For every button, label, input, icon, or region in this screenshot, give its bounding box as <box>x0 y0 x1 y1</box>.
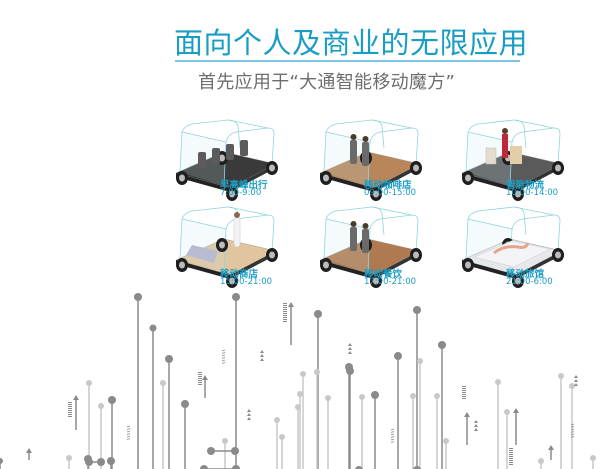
scenario-time: 21:00-6:00 <box>506 277 553 287</box>
logistics-icon <box>461 119 564 201</box>
commuter-seats-icon <box>175 119 278 201</box>
scenario-card-hotel: 移动旅馆 21:00-6:00 <box>454 205 579 290</box>
scenario-time: 17:00-21:00 <box>364 277 417 287</box>
title-divider <box>175 60 520 62</box>
scenario-time: 09:00-15:00 <box>364 188 417 198</box>
header: 面向个人及商业的无限应用 首先应用于“大通智能移动魔方” <box>0 0 609 100</box>
scenario-card-dining: 移动餐饮 17:00-21:00 <box>312 205 437 290</box>
scenario-label: 移动咖啡店 <box>364 180 412 191</box>
scenario-time: 10:00-14:00 <box>506 188 559 198</box>
scenario-label: 移动商店 <box>220 269 259 280</box>
page-title: 面向个人及商业的无限应用 <box>174 26 529 60</box>
mobile-store-icon <box>175 206 278 288</box>
scenario-label: 智能物流 <box>506 180 545 191</box>
scenario-label: 移动旅馆 <box>506 269 545 280</box>
scenario-card-store: 移动商店 15:00-21:00 <box>168 205 293 290</box>
coffee-shop-icon <box>319 119 422 201</box>
scenario-card-commute: 早高峰出行 7:00-9:00 <box>168 118 293 203</box>
scenario-time: 7:00-9:00 <box>220 188 262 198</box>
mobile-dining-icon <box>319 206 422 288</box>
scenario-card-logistics: 智能物流 10:00-14:00 <box>454 118 579 203</box>
scenario-grid: 早高峰出行 7:00-9:00 移动咖啡店 09:00-15:00 智能物流 1… <box>168 118 579 290</box>
mobile-hotel-icon <box>461 206 564 288</box>
scenario-label: 早高峰出行 <box>220 180 268 191</box>
scenario-time: 15:00-21:00 <box>220 277 273 287</box>
scenario-label: 移动餐饮 <box>364 269 403 280</box>
page-subtitle: 首先应用于“大通智能移动魔方” <box>198 72 456 93</box>
scenario-card-coffee: 移动咖啡店 09:00-15:00 <box>312 118 437 203</box>
circuit-decoration <box>0 293 596 469</box>
